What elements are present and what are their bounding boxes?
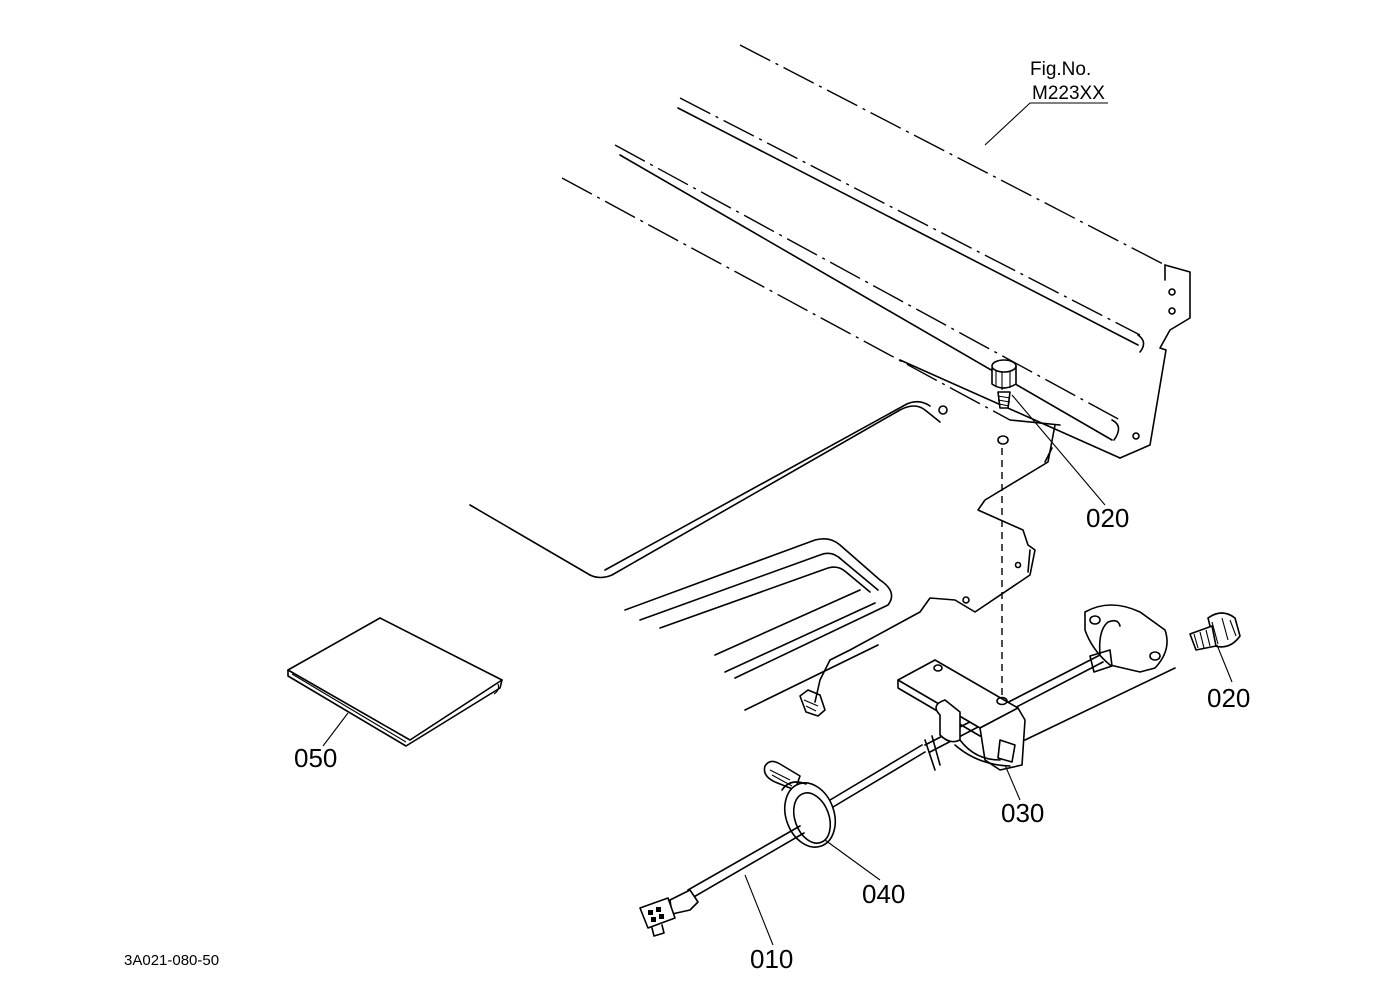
leader-lines [322,102,1233,946]
callout-030: 030 [1001,798,1044,828]
callout-010: 010 [750,944,793,974]
clamp [763,760,837,848]
figure-code: 3A021-080-50 [124,952,219,969]
bolt-upper [991,359,1017,445]
callout-020-right: 020 [1207,683,1250,713]
figure-ref-line1: Fig.No. [1030,59,1091,80]
harness [639,825,805,937]
bolt-right [1189,612,1241,651]
manual [287,617,503,747]
figure-ref-line2: M223XX [1032,83,1105,104]
callout-050: 050 [294,743,337,773]
frame-panel [469,44,1191,717]
sensor-assembly [824,604,1176,811]
callout-020-upper: 020 [1086,503,1129,533]
callout-040: 040 [862,879,905,909]
